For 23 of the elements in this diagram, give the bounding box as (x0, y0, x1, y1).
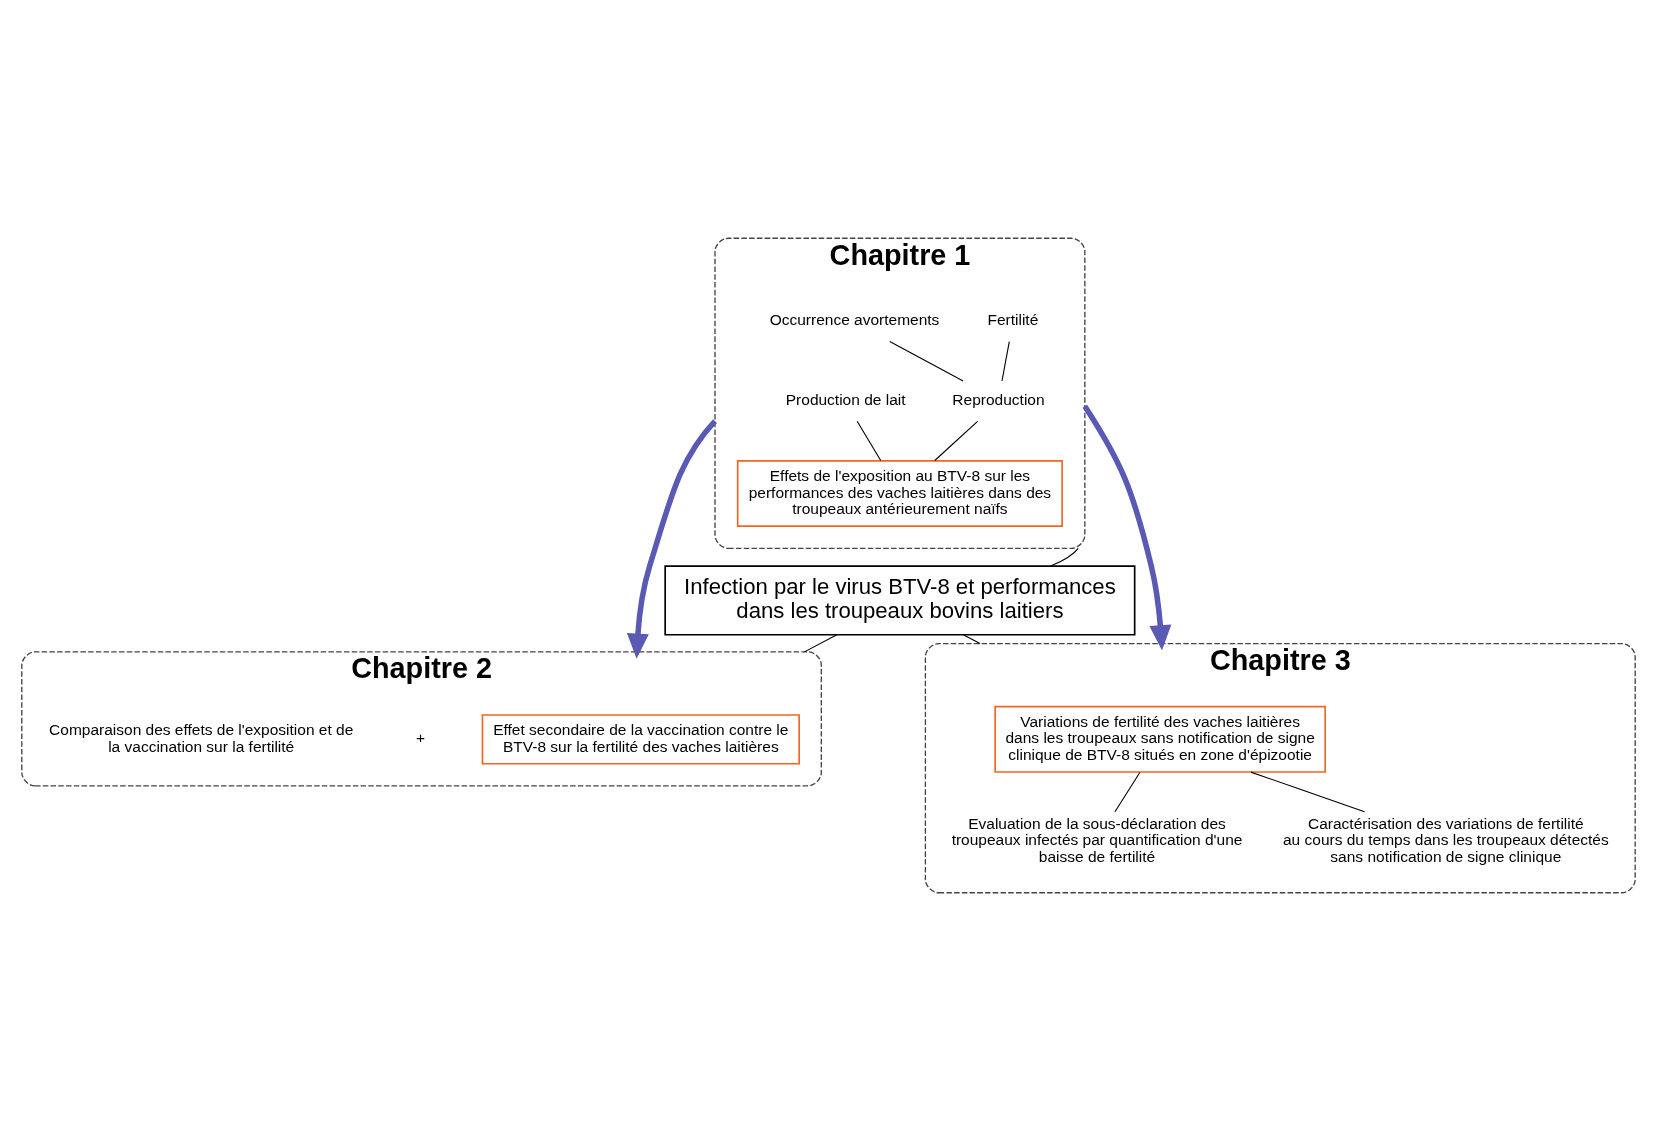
node-box: Effet secondaire de la vaccination contre le BTV-8 sur la fertilité des vaches laitières (481, 713, 800, 765)
connector (934, 420, 979, 461)
connector (889, 340, 964, 381)
connector (1001, 340, 1010, 382)
connector (962, 633, 981, 644)
connector (1114, 771, 1141, 812)
node-text: Reproduction (952, 390, 1045, 408)
node-box: Effets de l'exposition au BTV-8 sur les performances des vaches laitières dans des troupeaux antérieurement naïfs (736, 459, 1063, 527)
node-text: Comparaison des effets de l'exposition et de la vaccination sur la fertilité (49, 720, 354, 755)
node-text: Occurrence avortements (769, 310, 940, 328)
node-box: Variations de fertilité des vaches laitières dans les troupeaux sans notification de signe clinique de BTV-8 situés en zone d'épizootie (994, 705, 1326, 773)
node-text: Production de lait (785, 390, 906, 408)
arrow (1082, 404, 1172, 650)
node-text: Evaluation de la sous-déclaration des troupeaux infectés par quantification d'une baisse de fertilité (951, 814, 1243, 865)
connector (803, 633, 838, 652)
node-text: Fertilité (987, 310, 1039, 328)
connector (856, 420, 882, 461)
arrow (626, 418, 718, 659)
connector (1250, 771, 1365, 812)
node-text: + (415, 728, 425, 746)
node-box: Infection par le virus BTV-8 et performances dans les troupeaux bovins laitiers (664, 564, 1136, 636)
node-text: Caractérisation des variations de fertilité au cours du temps dans les troupeaux détectés sans notification de signe clinique (1282, 814, 1609, 865)
connector (1050, 547, 1079, 567)
